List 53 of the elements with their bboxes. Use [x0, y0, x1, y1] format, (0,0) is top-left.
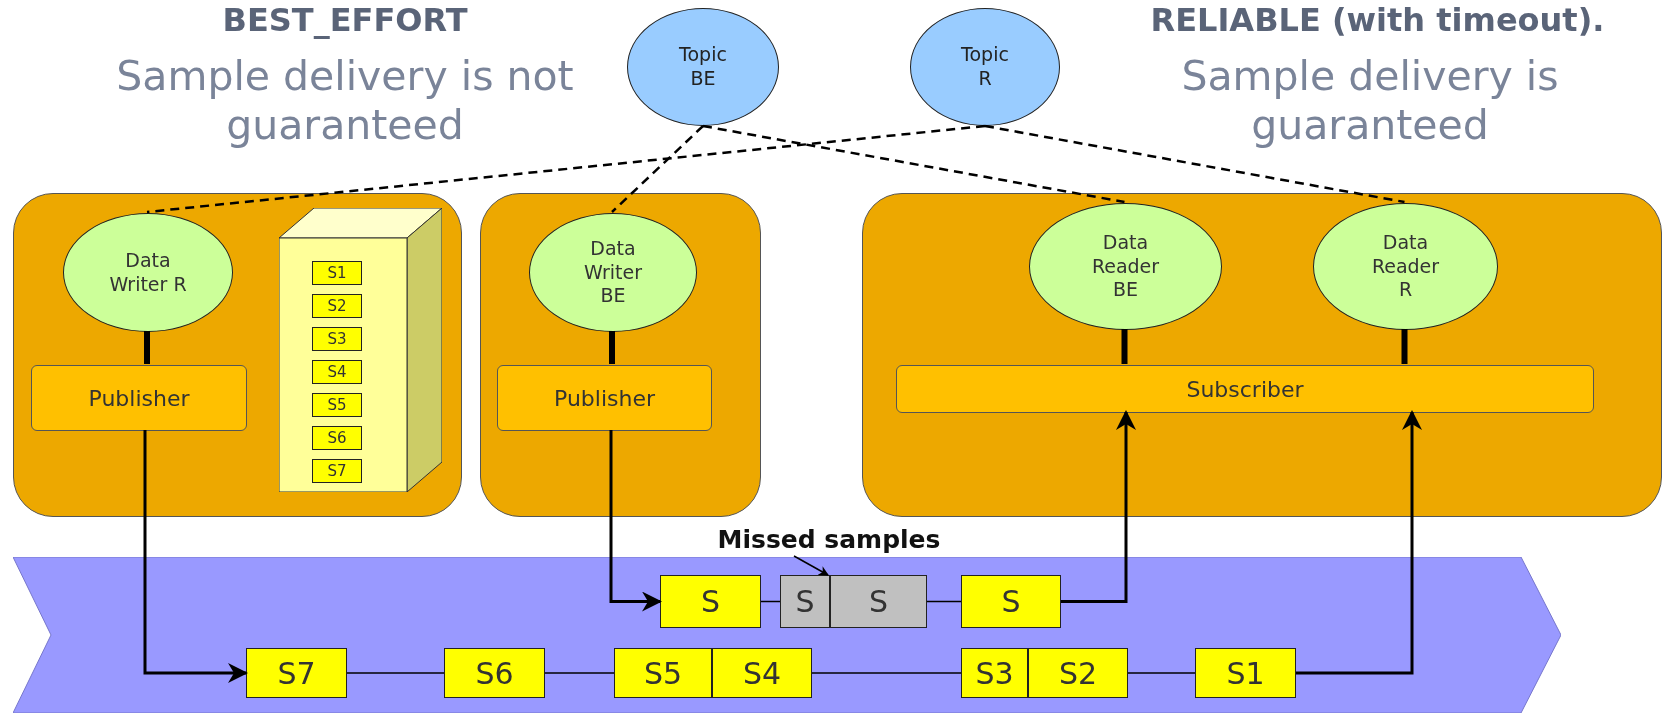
- sample-block: S1: [1195, 648, 1296, 698]
- topic-ellipse: Topic R: [910, 8, 1060, 126]
- role-bar: Publisher: [31, 365, 247, 431]
- connector-line: [760, 600, 781, 603]
- topic-ellipse: Topic BE: [627, 8, 779, 126]
- connector-line: [609, 331, 615, 364]
- sample-slot: S6: [312, 426, 362, 450]
- sample-block: S: [660, 575, 761, 628]
- transport-band: [13, 557, 1561, 713]
- entity-ellipse: Data Writer R: [63, 213, 233, 332]
- connector-line: [544, 672, 615, 674]
- sample-block: S: [961, 575, 1061, 628]
- role-bar: Subscriber: [896, 365, 1594, 413]
- sample-block: S4: [712, 648, 812, 698]
- connector-line: [1127, 672, 1196, 674]
- sample-slot: S1: [312, 261, 362, 285]
- entity-ellipse: Data Reader BE: [1029, 203, 1222, 330]
- sample-slot: S5: [312, 393, 362, 417]
- connector-line: [926, 600, 962, 603]
- sample-block: S2: [1028, 648, 1128, 698]
- subheading: Sample delivery is not guaranteed: [115, 52, 575, 151]
- sample-slot: S2: [312, 294, 362, 318]
- heading: RELIABLE (with timeout).: [1149, 0, 1606, 40]
- entity-ellipse: Data Reader R: [1313, 203, 1498, 330]
- subheading: Sample delivery is guaranteed: [1180, 52, 1560, 151]
- arrow: [143, 430, 248, 683]
- arrow: [1061, 410, 1136, 603]
- entity-ellipse: Data Writer BE: [529, 213, 697, 332]
- sample-block: S3: [961, 648, 1028, 698]
- sample-block: S6: [444, 648, 545, 698]
- callout-text: Missed samples: [683, 524, 975, 556]
- arrow: [609, 430, 662, 612]
- connector-line: [1121, 329, 1128, 364]
- connector-line: [144, 331, 150, 364]
- container-panel: [480, 193, 761, 517]
- connector-line: [346, 672, 445, 674]
- container-panel: [862, 193, 1662, 517]
- sample-block: S7: [246, 648, 347, 698]
- sample-slot: S3: [312, 327, 362, 351]
- arrow: [793, 555, 829, 576]
- role-bar: Publisher: [497, 365, 712, 431]
- heading: BEST_EFFORT: [221, 0, 469, 40]
- sample-block: S5: [614, 648, 712, 698]
- missed-sample-block: S: [830, 575, 927, 628]
- missed-sample-block: S: [780, 575, 830, 628]
- dashed-connector: [611, 125, 704, 213]
- connector-line: [811, 672, 962, 674]
- sample-slot: S4: [312, 360, 362, 384]
- arrow: [1296, 410, 1422, 675]
- dashed-connector: [146, 124, 986, 214]
- connector-line: [1401, 329, 1408, 364]
- sample-slot: S7: [312, 459, 362, 483]
- container-panel: [13, 193, 462, 517]
